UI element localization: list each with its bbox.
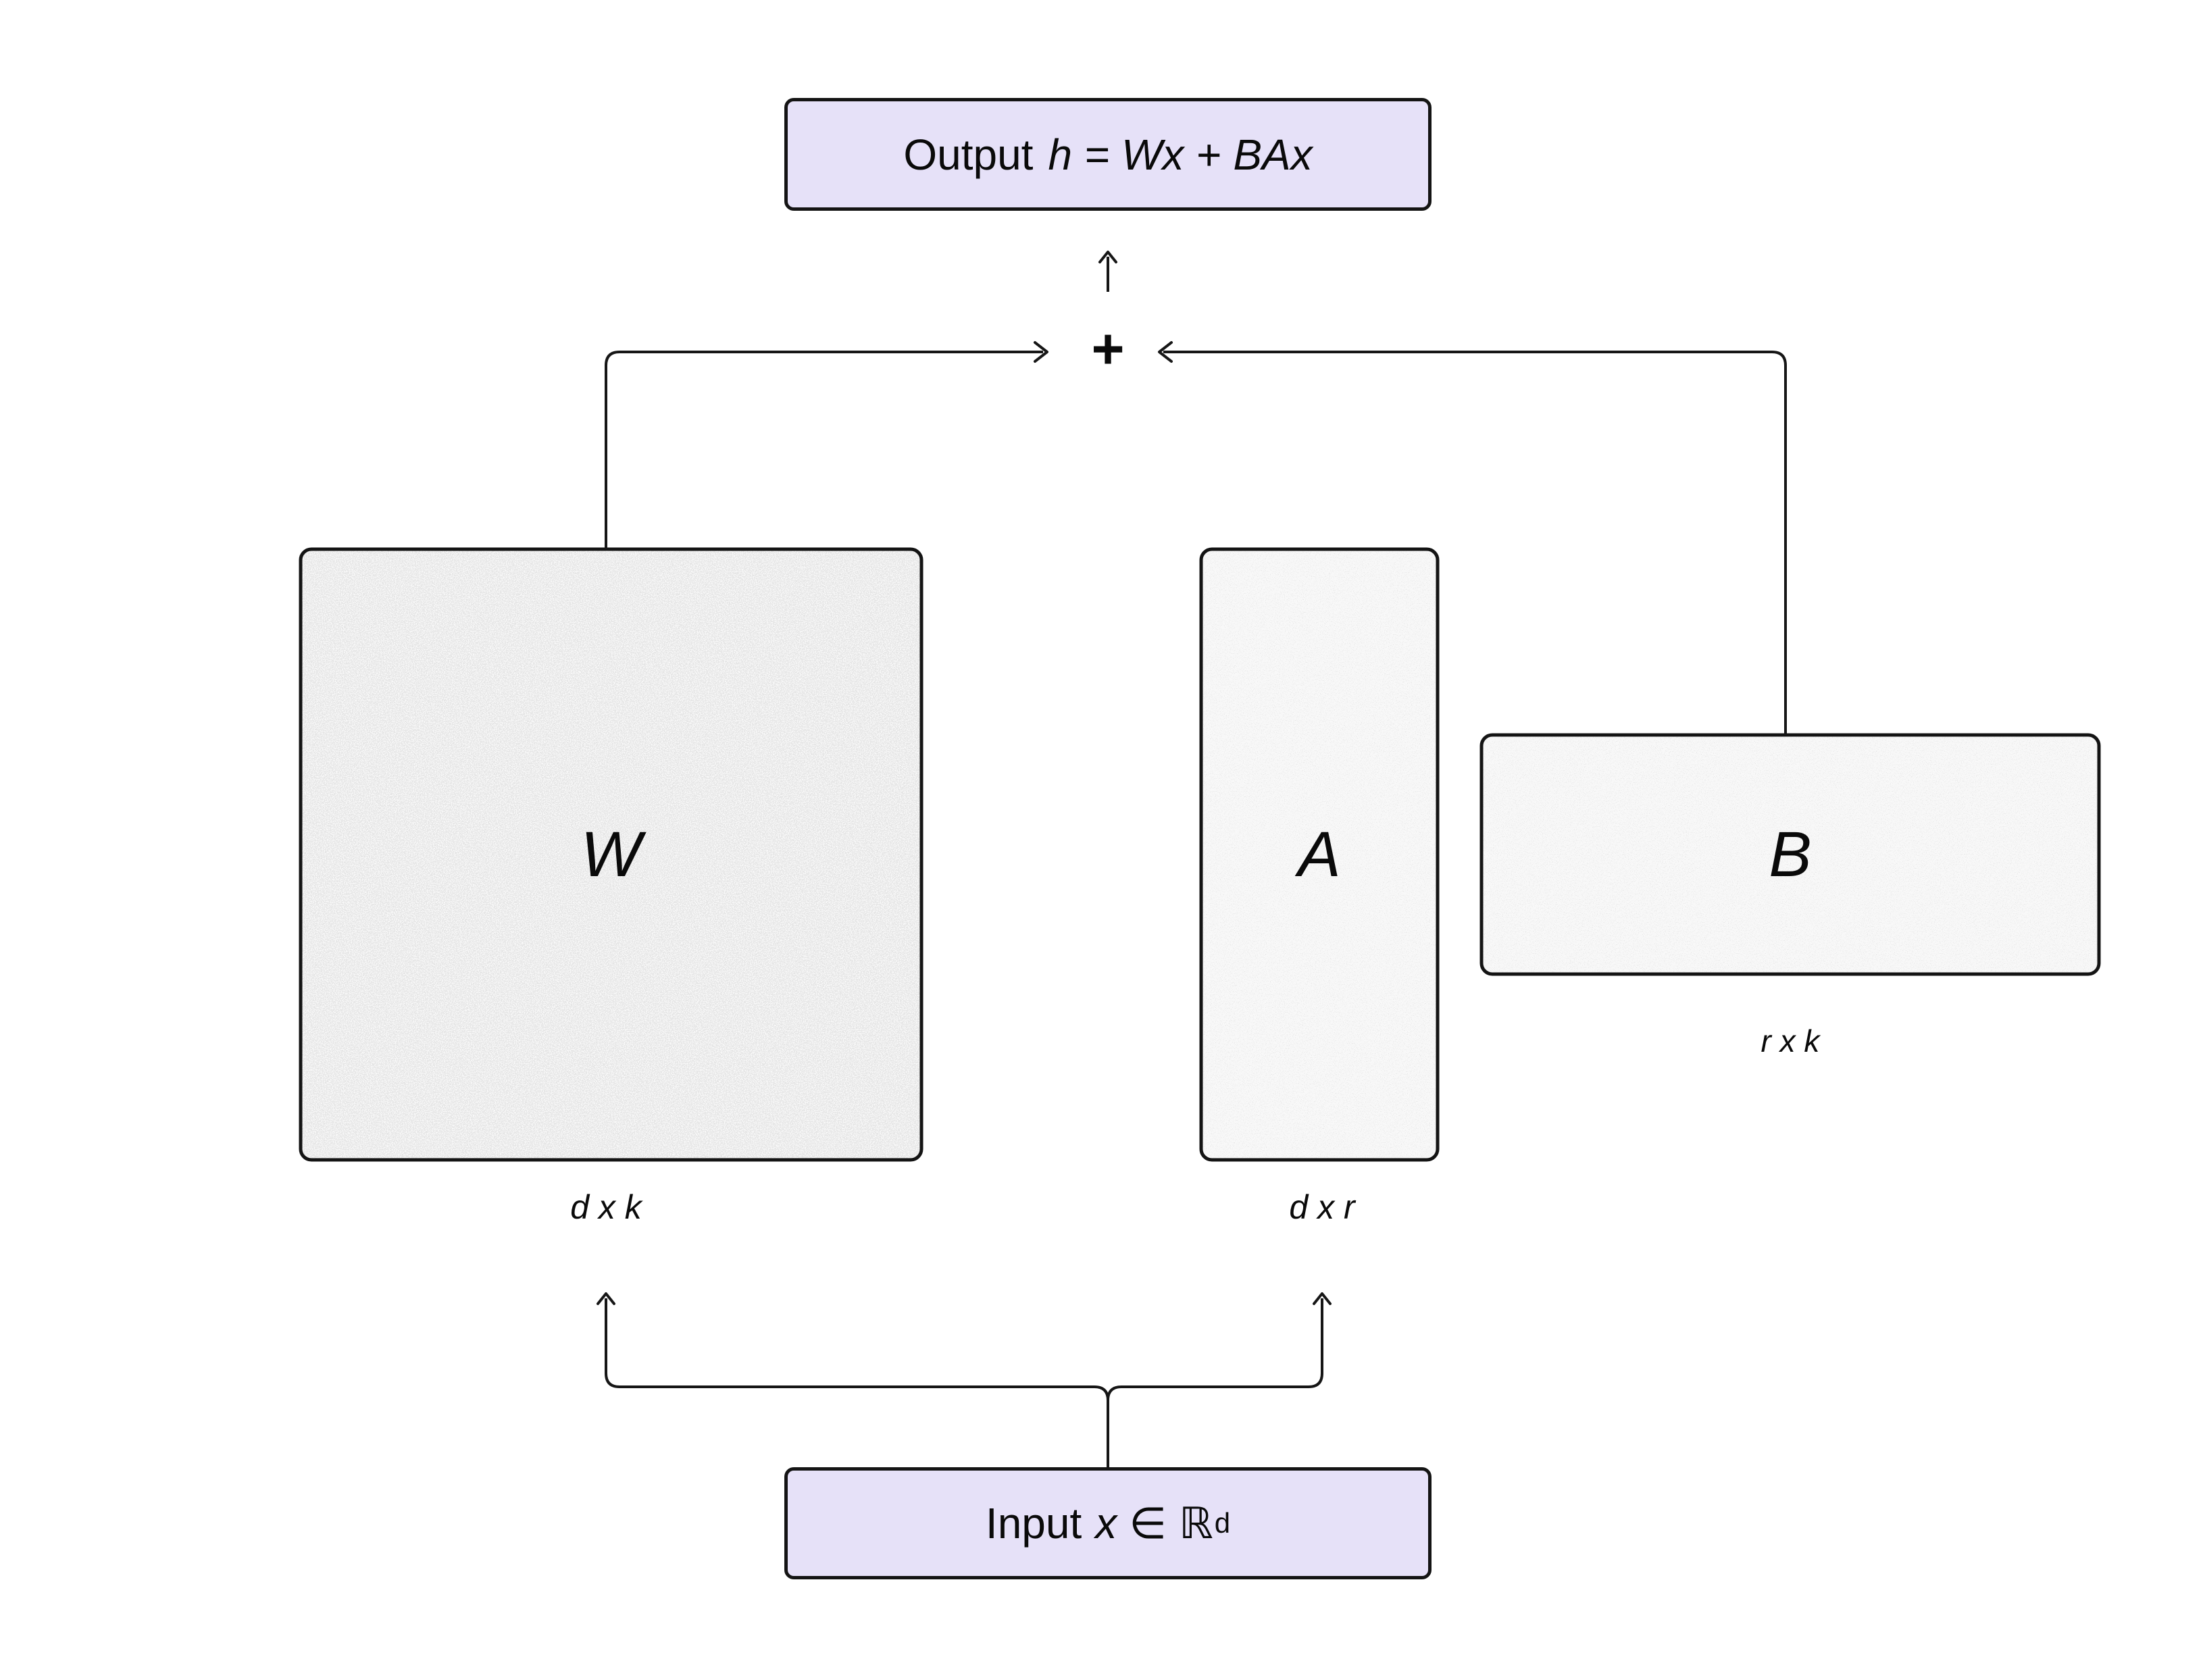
dims-a-label: d x r: [1289, 1188, 1355, 1226]
arrowhead-up-w-icon: [597, 1292, 615, 1305]
matrix-w-letter: W: [580, 818, 642, 890]
dims-b-label: r x k: [1761, 1023, 1820, 1059]
arrowhead-left-icon: [1158, 341, 1173, 363]
matrix-b-box: [1479, 733, 2101, 976]
matrix-w-box: [299, 547, 923, 1162]
output-label: Output: [903, 130, 1034, 179]
input-variable: x: [1095, 1499, 1117, 1548]
connector-b-to-plus: [1163, 351, 1787, 735]
arrowhead-right-icon: [1034, 341, 1048, 363]
plus-junction: +: [1091, 317, 1125, 380]
matrix-a-box: [1199, 547, 1440, 1162]
real-set-symbol: ℝ: [1179, 1498, 1213, 1548]
connector-input-to-w: [605, 1298, 1109, 1467]
connector-input-to-a: [1107, 1298, 1323, 1401]
connector-w-to-plus: [605, 351, 1043, 549]
arrowhead-up-a-icon: [1313, 1292, 1332, 1305]
output-formula: h = Wx + BAx: [1048, 130, 1313, 179]
output-box: Output h = Wx + BAx: [784, 98, 1432, 211]
matrix-b-letter: B: [1769, 818, 1812, 890]
input-box: Input x ∈ ℝ d: [784, 1467, 1432, 1579]
input-superscript: d: [1214, 1507, 1231, 1539]
element-of-symbol: ∈: [1129, 1498, 1167, 1548]
matrix-a-letter: A: [1298, 818, 1341, 890]
arrowhead-up-output-icon: [1098, 251, 1117, 263]
matrix-a-label-wrap: A: [1201, 549, 1438, 1160]
input-label: Input: [985, 1499, 1082, 1548]
dims-w-label: d x k: [570, 1188, 642, 1226]
matrix-w-label-wrap: W: [301, 549, 921, 1160]
matrix-b-label-wrap: B: [1482, 735, 2099, 974]
